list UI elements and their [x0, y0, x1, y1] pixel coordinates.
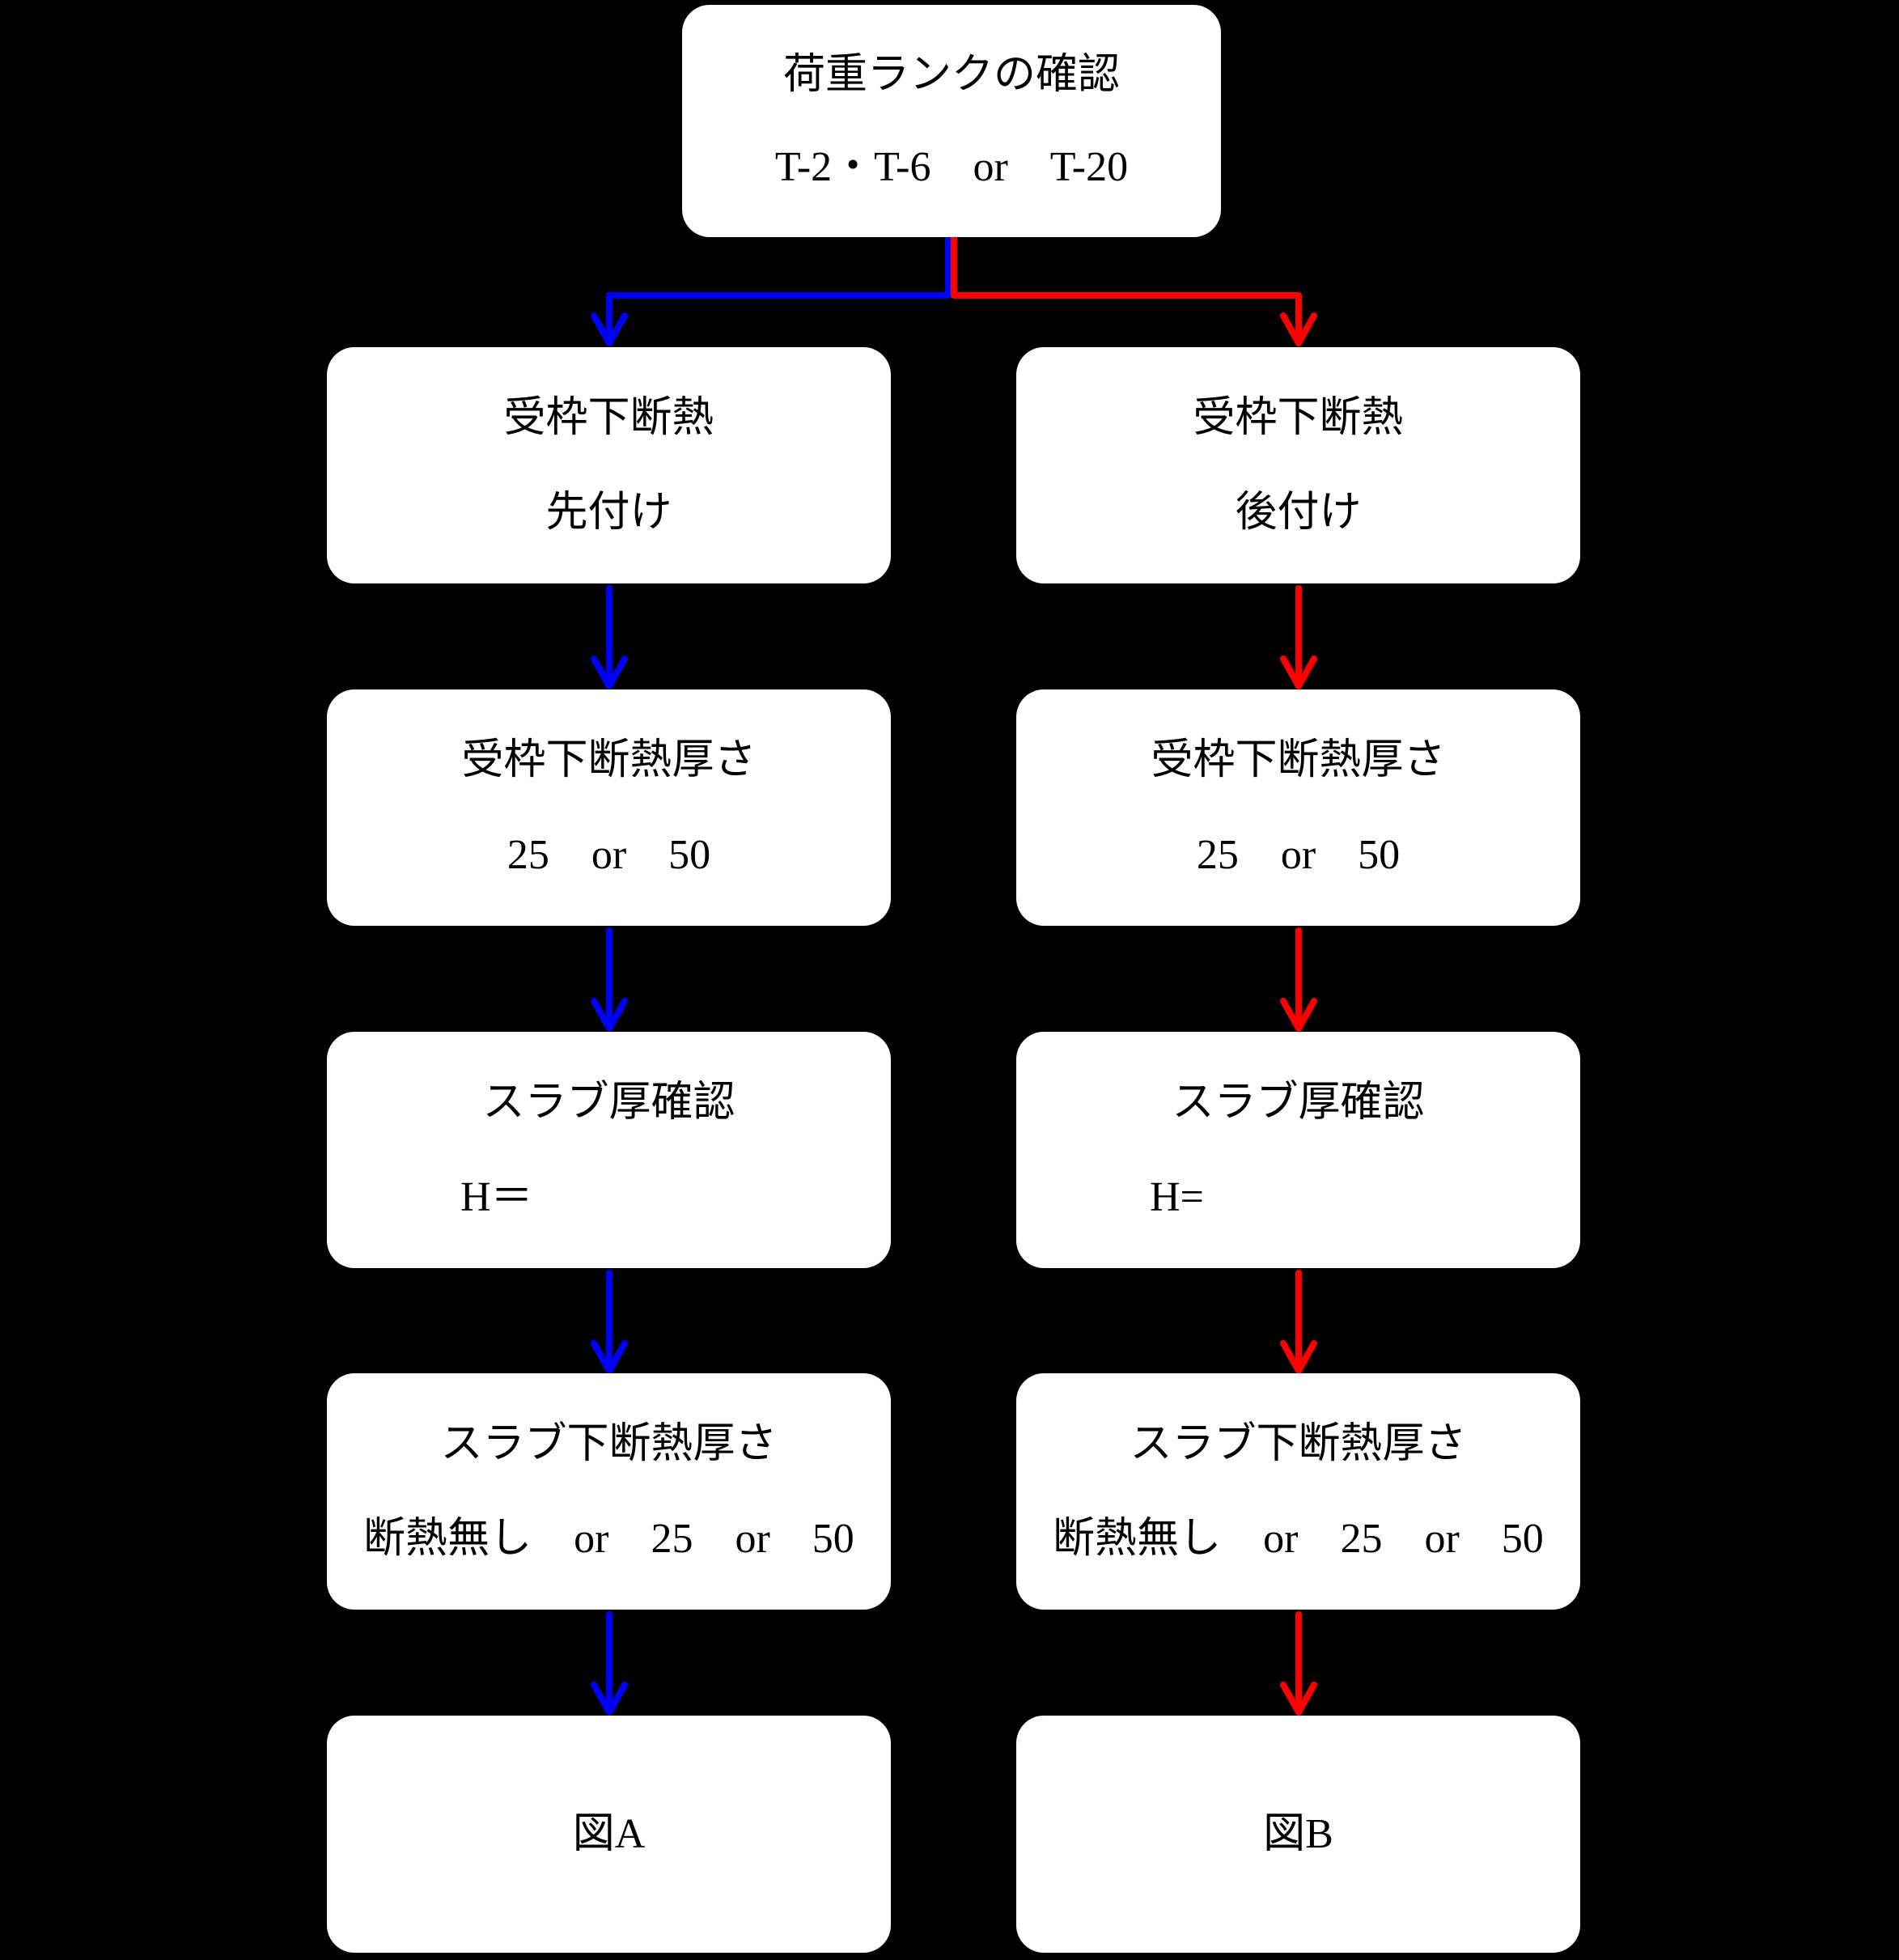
left-arrow-3 — [591, 1270, 628, 1374]
right-step-1-box: 受枠下断熱 後付け — [1016, 347, 1580, 583]
left-result-label: 図A — [572, 1810, 646, 1857]
left-step-1-box: 受枠下断熱 先付け — [327, 347, 891, 583]
right-step-2-subtitle: 25 or 50 — [1196, 831, 1401, 878]
right-step-4-box: スラブ下断熱厚さ 断熱無し or 25 or 50 — [1016, 1373, 1580, 1610]
right-step-2-title: 受枠下断熱厚さ — [1151, 737, 1446, 784]
right-step-1-title: 受枠下断熱 — [1193, 395, 1404, 442]
right-result-label: 図B — [1263, 1810, 1333, 1857]
left-branch-elbow-arrow — [591, 234, 952, 346]
left-step-2-box: 受枠下断熱厚さ 25 or 50 — [327, 689, 891, 926]
right-arrow-3 — [1280, 1270, 1317, 1374]
left-step-2-subtitle: 25 or 50 — [507, 831, 711, 878]
right-step-1-subtitle: 後付け — [1235, 489, 1362, 536]
root-node-subtitle: T-2・T-6 or T-20 — [774, 144, 1129, 191]
right-step-4-title: スラブ下断熱厚さ — [1130, 1421, 1467, 1468]
right-step-4-subtitle: 断熱無し or 25 or 50 — [1053, 1515, 1544, 1562]
left-arrow-4 — [591, 1611, 628, 1716]
right-step-2-box: 受枠下断熱厚さ 25 or 50 — [1016, 689, 1580, 926]
left-step-3-subtitle: H＝ — [460, 1173, 533, 1220]
right-arrow-4 — [1280, 1611, 1317, 1716]
right-step-3-box: スラブ厚確認 H= — [1016, 1032, 1580, 1268]
right-step-3-subtitle: H= — [1150, 1173, 1204, 1220]
left-step-3-title: スラブ厚確認 — [482, 1080, 735, 1126]
right-arrow-1 — [1280, 585, 1317, 689]
right-arrow-2 — [1280, 927, 1317, 1032]
left-arrow-2 — [591, 927, 628, 1032]
left-step-4-box: スラブ下断熱厚さ 断熱無し or 25 or 50 — [327, 1373, 891, 1610]
root-node-box: 荷重ランクの確認 T-2・T-6 or T-20 — [682, 5, 1221, 237]
left-arrow-1 — [591, 585, 628, 689]
left-result-box: 図A — [327, 1716, 891, 1953]
right-step-3-title: スラブ厚確認 — [1172, 1080, 1425, 1126]
left-step-1-title: 受枠下断熱 — [503, 395, 714, 442]
root-node-title: 荷重ランクの確認 — [782, 51, 1120, 98]
right-result-box: 図B — [1016, 1716, 1580, 1953]
left-step-2-title: 受枠下断熱厚さ — [461, 737, 757, 784]
right-branch-elbow-arrow — [951, 234, 1317, 346]
left-step-3-box: スラブ厚確認 H＝ — [327, 1032, 891, 1268]
left-step-1-subtitle: 先付け — [545, 489, 672, 536]
left-step-4-title: スラブ下断熱厚さ — [440, 1421, 778, 1468]
left-step-4-subtitle: 断熱無し or 25 or 50 — [363, 1515, 854, 1562]
